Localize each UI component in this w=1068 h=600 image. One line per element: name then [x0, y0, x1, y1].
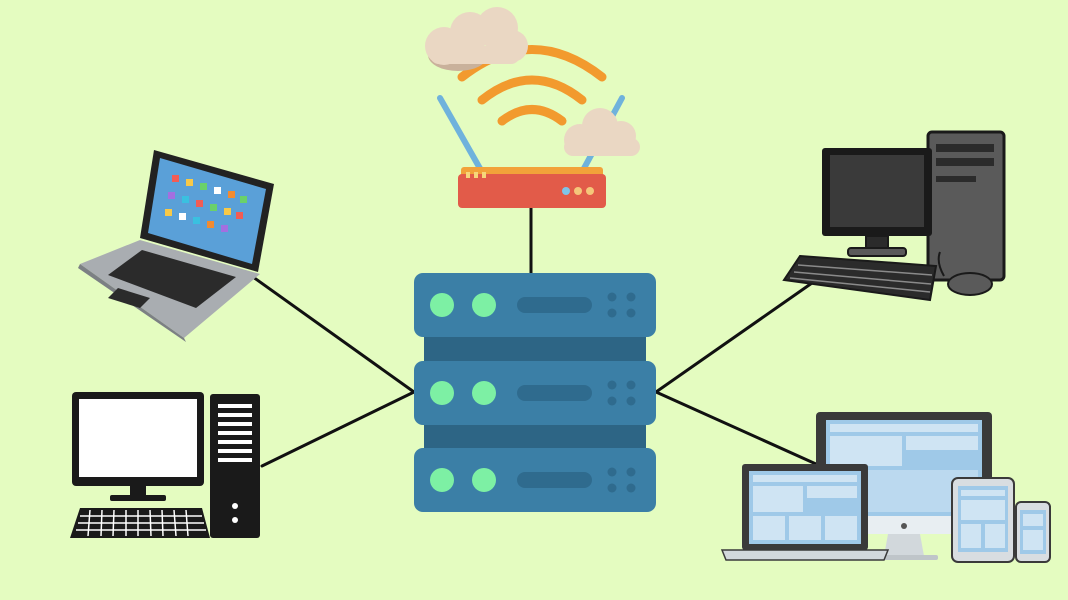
router-antenna-left: [437, 95, 485, 175]
server-unit: [414, 361, 656, 425]
keyboard-keys: [76, 509, 206, 537]
cloud-icon: [564, 108, 640, 156]
laptop-keyboard: [108, 250, 236, 308]
mouse-icon: [947, 272, 993, 296]
tower: [210, 394, 260, 538]
tablet-icon: [951, 477, 1015, 563]
server-unit: [414, 448, 656, 512]
connectors: [244, 206, 818, 468]
laptop-icon: [78, 150, 274, 342]
router-body: [458, 174, 606, 208]
wifi-router-icon: [425, 7, 640, 208]
server-unit: [414, 273, 656, 337]
desktop-computer-icon: [782, 130, 1006, 302]
laptop-icon: [720, 464, 890, 561]
monitor-screen: [79, 399, 197, 477]
phone-icon: [1015, 501, 1051, 563]
connector-devices-server: [654, 390, 818, 466]
connector-desktop-left-server: [260, 390, 416, 468]
connector-laptop-server: [244, 270, 416, 394]
monitor-screen: [830, 155, 924, 227]
desktop-computer-icon: [70, 392, 260, 538]
responsive-devices-icon: [720, 412, 1051, 563]
app-grid-icon: [165, 175, 247, 232]
connector-desktop-right-server: [654, 281, 814, 394]
laptop-touchpad: [108, 288, 150, 308]
server-stack-icon: [414, 273, 656, 512]
cloud-icon: [425, 7, 528, 71]
laptop-screen: [148, 158, 266, 264]
